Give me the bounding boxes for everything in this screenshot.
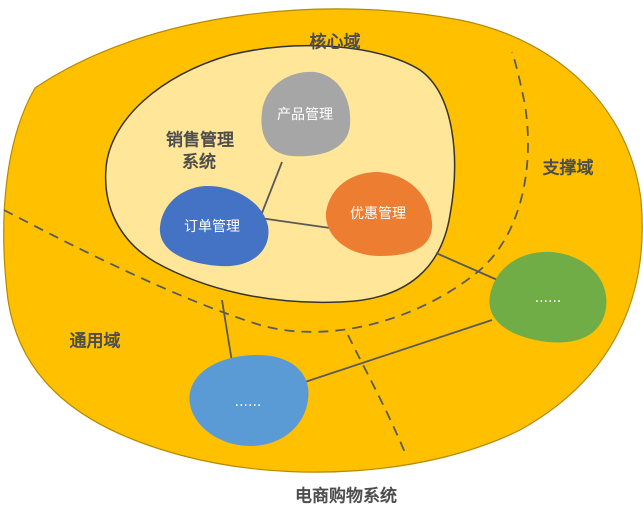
support-node-label: ......: [534, 290, 562, 306]
line-inner-generic: [221, 299, 233, 363]
line-order-product: [259, 161, 283, 219]
core-domain-boundary: [3, 51, 529, 333]
generic-node-label: ......: [234, 394, 262, 410]
line-generic-support: [304, 319, 493, 383]
order-node-label: 订单管理: [184, 219, 240, 235]
support-generic-boundary: [347, 334, 407, 456]
product-node-label: 产品管理: [277, 107, 333, 123]
line-order-promo: [259, 217, 331, 229]
product-node: [261, 71, 351, 157]
generic-domain-label: 通用域: [69, 331, 121, 352]
connector-lines: [221, 161, 503, 383]
support-domain-label: 支撑域: [542, 158, 594, 179]
promo-node: [325, 172, 433, 256]
support-node: [489, 251, 607, 343]
sales-subsystem-label-line2: 系统: [182, 152, 216, 173]
core-domain-label: 核心域: [309, 32, 361, 53]
system-label: 电商购物系统: [295, 486, 397, 507]
promo-node-label: 优惠管理: [350, 206, 406, 222]
generic-node: [189, 354, 309, 446]
line-inner-support: [435, 252, 503, 283]
sales-subsystem-label-line1: 销售管理: [166, 130, 234, 151]
order-node: [159, 185, 269, 267]
